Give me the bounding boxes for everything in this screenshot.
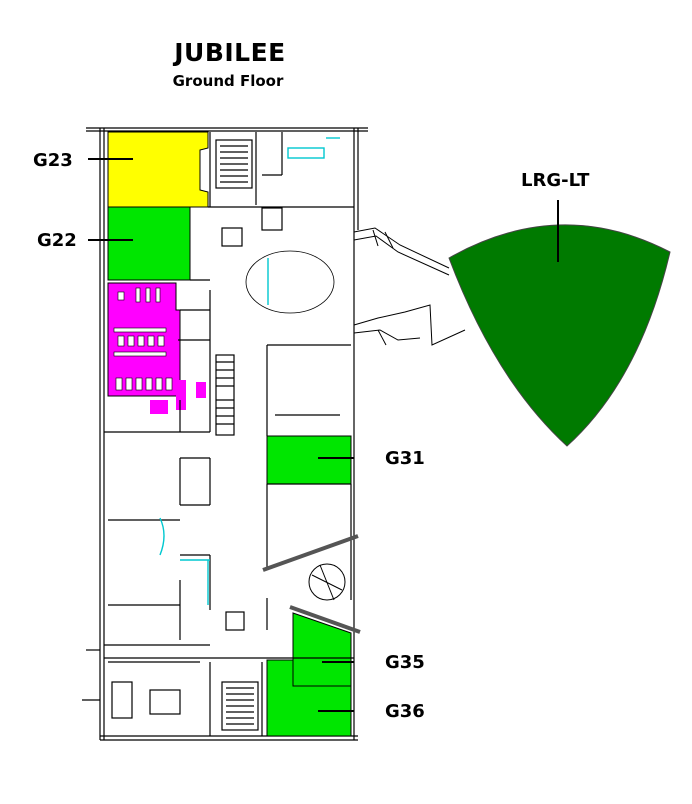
room-label-g23: G23 <box>33 150 73 171</box>
building-title: JUBILEE <box>174 38 286 67</box>
room-label-lrg-lt: LRG-LT <box>521 170 590 191</box>
glazing <box>262 534 361 634</box>
atrium-oval <box>245 250 335 314</box>
room-g31 <box>266 435 352 485</box>
room-label-g31: G31 <box>385 448 425 469</box>
leader-lines <box>88 158 559 712</box>
revolving-door <box>308 563 346 601</box>
room-g22 <box>107 206 191 281</box>
floor-subtitle: Ground Floor <box>172 72 284 90</box>
room-label-g36: G36 <box>385 701 425 722</box>
room-label-g22: G22 <box>37 230 77 251</box>
room-lrg-lt <box>448 224 671 447</box>
room-label-g35: G35 <box>385 652 425 673</box>
link-bridges <box>353 227 466 346</box>
interior-walls <box>104 132 354 736</box>
toilet-block <box>107 282 206 414</box>
room-g23 <box>107 131 209 208</box>
room-g36 <box>266 659 352 737</box>
fixtures <box>159 137 340 605</box>
